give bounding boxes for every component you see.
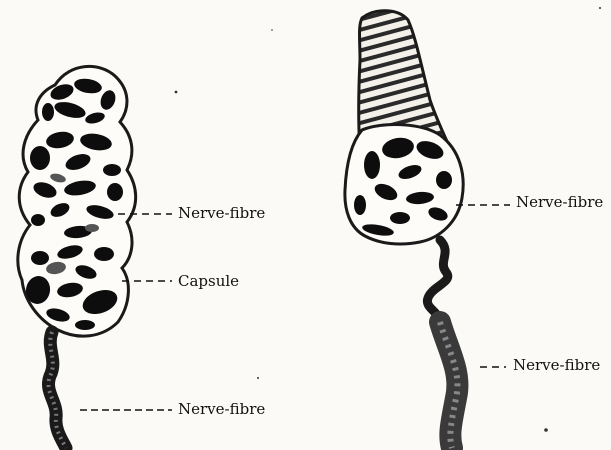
right-corpuscle [345, 11, 463, 448]
left-nerve-fibre-stalk [48, 332, 66, 448]
right-nerve-fibre-upper [427, 240, 447, 320]
label-nerve-fibre-right-lower: Nerve-fibre [513, 358, 600, 373]
left-corpuscle [18, 66, 136, 448]
label-nerve-fibre-left-lower: Nerve-fibre [178, 402, 265, 417]
right-leader-lines [456, 205, 510, 367]
label-capsule: Capsule [178, 274, 239, 289]
label-nerve-fibre-left-upper: Nerve-fibre [178, 206, 265, 221]
label-nerve-fibre-right-upper: Nerve-fibre [516, 195, 603, 210]
